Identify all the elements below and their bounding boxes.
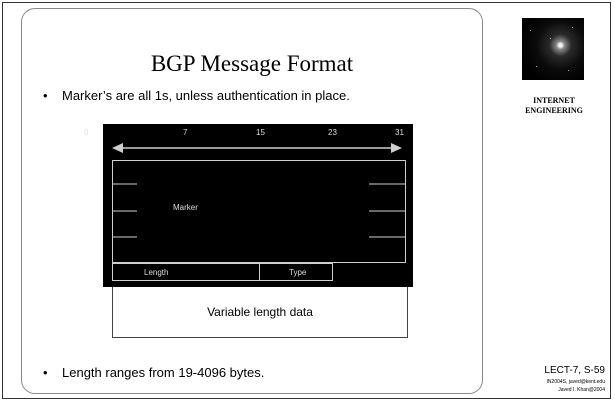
length-field-label: Length xyxy=(144,268,169,277)
galaxy-logo-image xyxy=(522,18,584,80)
bit-label-0: 0 xyxy=(84,128,89,137)
type-field-label: Type xyxy=(289,268,307,277)
bit-label-7: 7 xyxy=(183,128,188,137)
slide-frame xyxy=(2,2,611,399)
bit-width-arrow xyxy=(112,143,402,153)
bullet-text: Marker’s are all 1s, unless authenticati… xyxy=(62,88,350,103)
logo-caption-line-1: INTERNET xyxy=(533,96,575,105)
star-dot xyxy=(572,27,573,28)
marker-row-ticks xyxy=(112,183,406,238)
slide-reference: LECT-7, S-59 xyxy=(544,365,605,376)
star-dot xyxy=(530,30,531,31)
star-dot xyxy=(550,38,551,39)
bullet-dot: • xyxy=(43,88,48,103)
variable-length-data-box: Variable length data xyxy=(112,287,408,338)
variable-length-data-label: Variable length data xyxy=(207,305,313,319)
star-dot xyxy=(568,70,569,71)
type-field-box xyxy=(259,263,333,281)
bullet-dot: • xyxy=(43,365,48,380)
bit-label-31: 31 xyxy=(395,128,404,137)
bullet-length-range: • Length ranges from 19-4096 bytes. xyxy=(43,365,265,380)
length-field-box xyxy=(112,263,260,281)
slide-title: BGP Message Format xyxy=(150,51,354,76)
bit-label-23: 23 xyxy=(328,128,337,137)
bullet-text: Length ranges from 19-4096 bytes. xyxy=(62,365,265,380)
logo-caption-line-2: ENGINEERING xyxy=(525,106,583,115)
bgp-header-diagram: 0 7 15 23 31 Marker Length Type xyxy=(84,124,413,287)
content-panel: BGP Message Format xyxy=(21,8,483,394)
bit-label-15: 15 xyxy=(256,128,265,137)
bullet-marker-authentication: • Marker’s are all 1s, unless authentica… xyxy=(43,88,350,103)
star-dot xyxy=(536,66,537,67)
course-email-line: IN2004S, javed@kent.edu xyxy=(546,379,605,385)
author-line: Javed I. Khan@2004 xyxy=(558,387,605,393)
marker-field-label: Marker xyxy=(173,203,198,212)
logo-caption: INTERNET ENGINEERING xyxy=(498,96,610,116)
